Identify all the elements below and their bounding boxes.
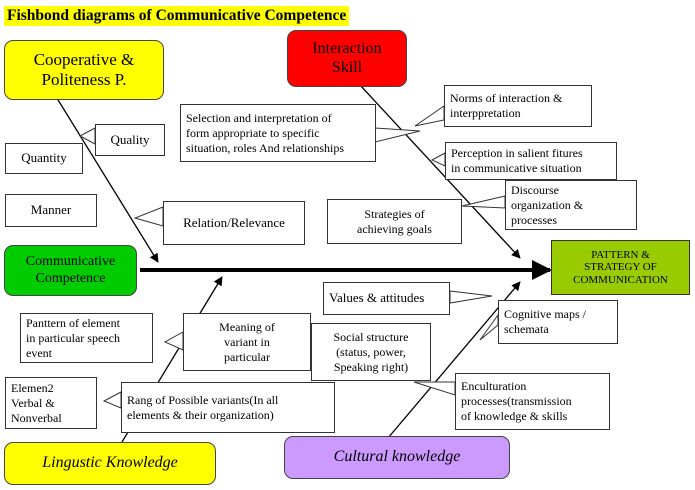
relation-pointer bbox=[133, 206, 164, 227]
social-structure-note: Social structure (status, power, Speakin… bbox=[311, 323, 431, 381]
pattern-strategy-box: PATTERN & STRATEGY OF COMMUNICATION bbox=[551, 240, 690, 295]
norms-pointer bbox=[414, 105, 445, 127]
cultural-knowledge-box: Cultural knowledge bbox=[284, 436, 510, 479]
quality-pointer bbox=[78, 127, 96, 145]
linguistic-knowledge-box: Lingustic Knowledge bbox=[4, 442, 216, 485]
cognitive-maps-note: Cognitive maps / schemata bbox=[498, 300, 618, 344]
perception-note: Perception in salient fitures in communi… bbox=[445, 142, 617, 180]
cooperative-politeness-box: Cooperative & Politeness P. bbox=[4, 40, 164, 100]
communicative-competence-box: Communicative Competence bbox=[4, 245, 137, 296]
discourse-organization-note: Discourse organization & processes bbox=[505, 180, 637, 230]
quality-note: Quality bbox=[95, 124, 165, 156]
norms-of-interaction-note: Norms of interaction & interppretation bbox=[444, 85, 592, 127]
values-attitudes-note: Values & attitudes bbox=[323, 282, 450, 315]
elements-verbal-nonverbal-note: Elemen2 Verbal & Nonverbal bbox=[5, 377, 97, 429]
selection-interpretation-note: Selection and interpretation of form app… bbox=[180, 104, 376, 162]
enculturation-pointer bbox=[413, 381, 456, 396]
range-of-variants-note: Rang of Possible variants(In all element… bbox=[121, 382, 335, 433]
pattern-of-element-note: Panttern of element in particular speech… bbox=[20, 313, 153, 363]
selection-pointer bbox=[374, 127, 421, 143]
meaning-of-variant-note: Meaning of variant in particular bbox=[183, 313, 311, 371]
bone-interaction bbox=[359, 84, 521, 259]
range-pointer bbox=[102, 391, 122, 409]
bone-cooperative bbox=[54, 94, 159, 263]
meaning-pointer bbox=[163, 331, 184, 351]
enculturation-note: Enculturation processes(transmission of … bbox=[455, 373, 610, 430]
quantity-note: Quantity bbox=[5, 143, 83, 174]
diagram-title: Fishbond diagrams of Communicative Compe… bbox=[4, 6, 350, 26]
interaction-skill-box: Interaction Skill bbox=[287, 30, 407, 87]
manner-note: Manner bbox=[5, 194, 97, 227]
values-pointer bbox=[449, 290, 493, 304]
strategies-note: Strategies of achieving goals bbox=[327, 199, 462, 244]
relation-relevance-note: Relation/Relevance bbox=[163, 201, 305, 245]
